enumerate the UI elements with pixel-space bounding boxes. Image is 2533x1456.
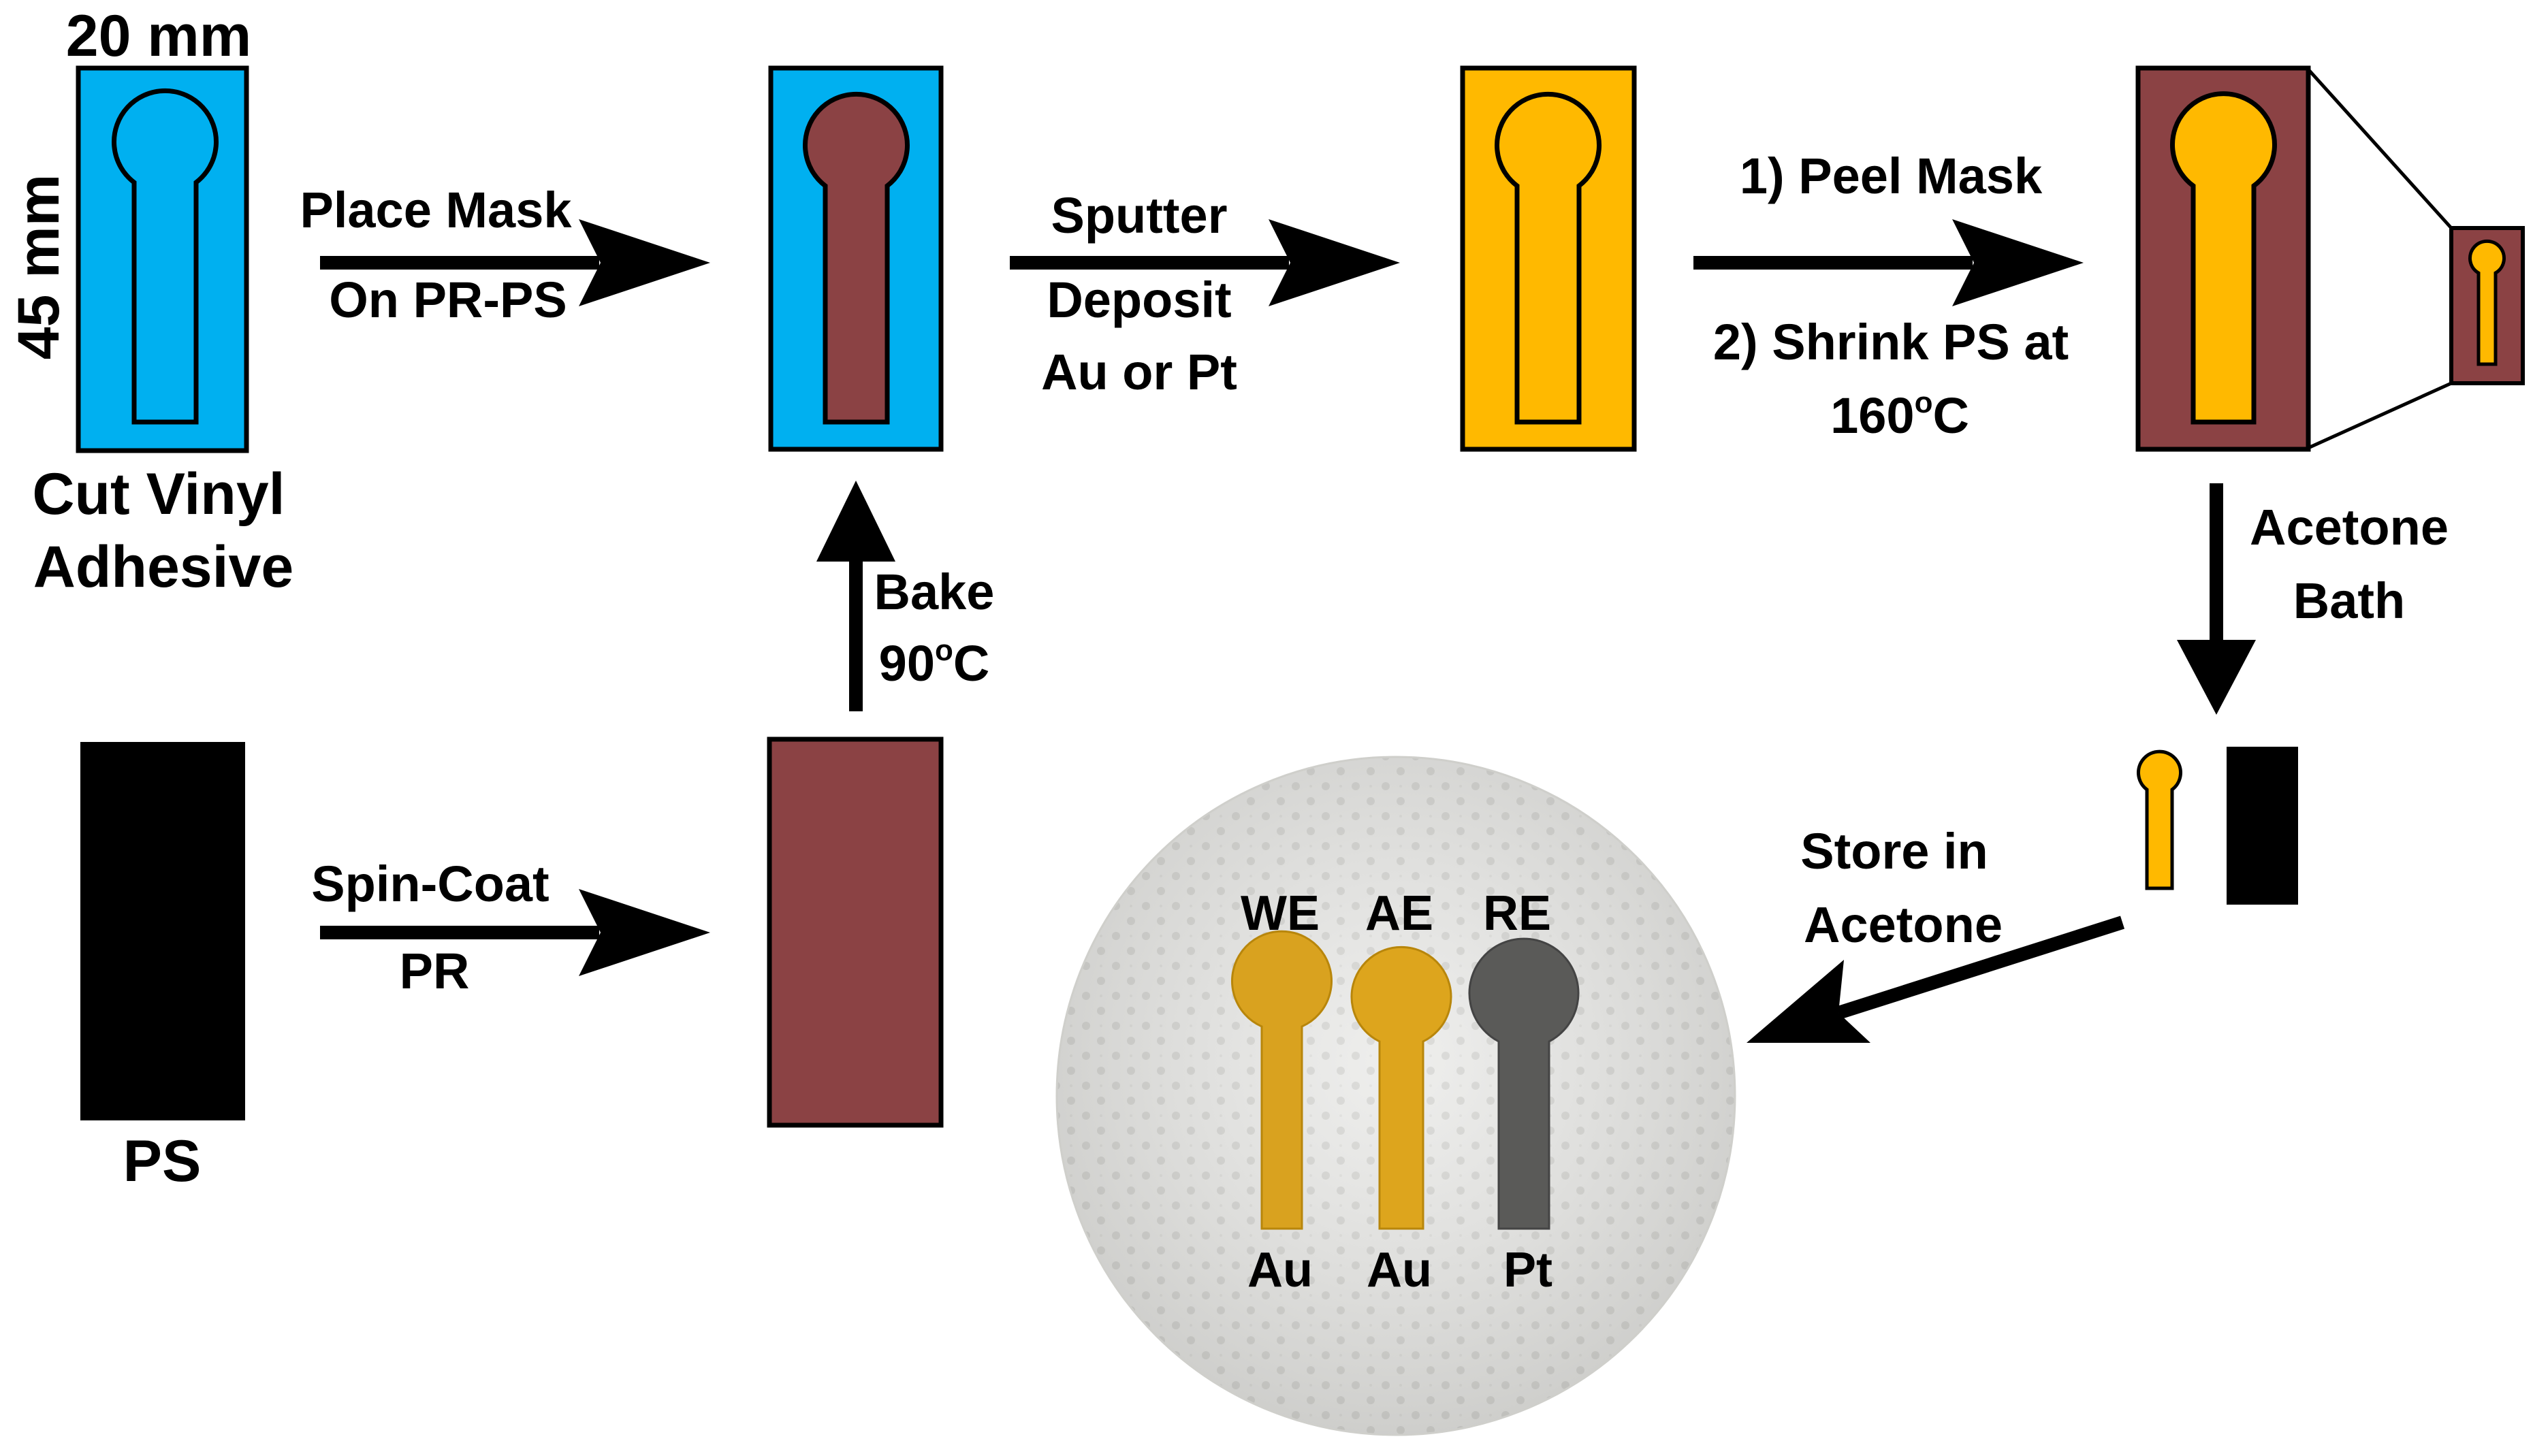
- cut-vinyl-label-line2: Adhesive: [33, 534, 293, 600]
- working-electrode-gold: [1231, 930, 1333, 1230]
- spin-coat-arrow: [320, 889, 710, 976]
- store-label-line1: Store in: [1800, 823, 1988, 879]
- electrode-top-label-re: RE: [1483, 886, 1551, 941]
- sputter-label-line2: Deposit: [1047, 272, 1231, 328]
- acetone-bath-label-line2: Bath: [2293, 572, 2405, 629]
- store-arrow: [1747, 916, 2125, 1043]
- finished-electrodes-photo: WE AE RE Au Au Pt: [1055, 756, 1736, 1436]
- spin-coat-label-line1: Spin-Coat: [311, 856, 549, 912]
- peel-shrink-label-line1: 1) Peel Mask: [1740, 148, 2043, 204]
- shrunk-electrode-shape: [2468, 239, 2506, 366]
- cut-vinyl-label-line1: Cut Vinyl: [32, 462, 285, 527]
- peel-shrink-label-line3: 160oC: [1830, 386, 1969, 444]
- bake-label-line2: 90oC: [879, 634, 990, 692]
- store-label-line2: Acetone: [1804, 896, 2003, 953]
- electrode-outline-shape: [1495, 91, 1602, 425]
- electrode-bottom-label-we: Au: [1247, 1243, 1313, 1297]
- photoresist-coated-ps: [767, 737, 944, 1128]
- electrode-cutout-shape: [112, 88, 219, 425]
- spin-coat-label-line2: PR: [400, 943, 470, 999]
- ps-label: PS: [123, 1129, 202, 1194]
- shrunk-device-inset: [2449, 226, 2525, 385]
- acetone-bath-label-line1: Acetone: [2250, 499, 2449, 555]
- polystyrene-sheet: [80, 742, 245, 1120]
- electrode-bottom-label-re: Pt: [1503, 1243, 1552, 1297]
- place-mask-label-line1: Place Mask: [300, 182, 572, 238]
- masked-pr-ps-panel: [768, 65, 944, 452]
- vinyl-mask-panel: [76, 65, 249, 453]
- width-dimension-label: 20 mm: [66, 3, 252, 69]
- electrode-top-label-ae: AE: [1365, 886, 1433, 941]
- sputter-label-line1: Sputter: [1051, 187, 1228, 244]
- shrink-projection-lines: [2307, 68, 2453, 450]
- reference-electrode-platinum: [1468, 937, 1580, 1230]
- sputter-label-line3: Au or Pt: [1041, 344, 1237, 400]
- place-mask-arrow: [320, 219, 710, 306]
- peel-shrink-arrow: [1693, 219, 2084, 306]
- sputter-arrow: [1010, 219, 1400, 306]
- released-electrode: [2137, 749, 2182, 890]
- bake-label-line1: Bake: [874, 564, 995, 620]
- gold-electrode-shape: [2170, 91, 2277, 425]
- sputtered-metal-panel: [1460, 65, 1637, 452]
- electrode-top-label-we: WE: [1241, 886, 1320, 941]
- height-dimension-label: 45 mm: [6, 174, 71, 360]
- place-mask-label-line2: On PR-PS: [329, 272, 567, 328]
- electrode-bottom-label-ae: Au: [1367, 1243, 1432, 1297]
- peel-shrink-label-line2: 2) Shrink PS at: [1713, 314, 2069, 370]
- exposed-photoresist-shape: [803, 91, 910, 425]
- bake-arrow: [816, 481, 895, 711]
- auxiliary-electrode-gold: [1350, 945, 1452, 1230]
- peeled-panel: [2135, 65, 2311, 452]
- released-ps-substrate: [2227, 747, 2298, 905]
- acetone-bath-arrow: [2177, 483, 2256, 715]
